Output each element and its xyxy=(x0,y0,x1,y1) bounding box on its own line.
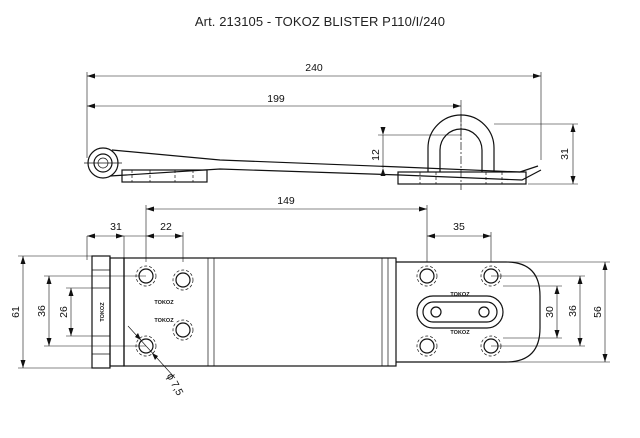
strap-plate-left xyxy=(121,169,208,183)
staple-plate xyxy=(396,261,541,363)
arrow-head xyxy=(87,233,95,239)
staple-stamp-top: TOKOZ xyxy=(450,292,470,298)
arrow-head xyxy=(570,124,576,132)
arrow-head xyxy=(146,206,154,212)
mounting-hole xyxy=(419,268,435,284)
arrow-head xyxy=(135,333,141,340)
arrow-head xyxy=(570,176,576,184)
arrow-head xyxy=(577,276,583,284)
mounting-hole xyxy=(430,306,442,318)
dim-label-149: 149 xyxy=(277,195,295,207)
arrow-head xyxy=(68,288,74,296)
dim-label-31: 31 xyxy=(559,148,571,160)
dim-label-30: 30 xyxy=(544,306,556,318)
arrow-head xyxy=(87,103,95,109)
dim-label-22: 22 xyxy=(160,221,172,233)
arrow-head xyxy=(483,233,491,239)
hinge-leaf-edge xyxy=(109,257,125,367)
arrow-head xyxy=(146,233,154,239)
dim-label-36-right: 36 xyxy=(567,305,579,317)
mounting-holes-right xyxy=(416,265,502,357)
dim-label-hole-diameter: ϕ 7,5 xyxy=(164,371,186,397)
arrow-head xyxy=(427,233,435,239)
mounting-hole xyxy=(175,272,191,288)
arrow-head xyxy=(175,233,183,239)
countersink xyxy=(172,319,194,341)
arrow-head xyxy=(380,127,386,135)
arrow-head xyxy=(577,338,583,346)
dim-label-12: 12 xyxy=(370,149,382,161)
mounting-hole xyxy=(419,338,435,354)
dim-label-35: 35 xyxy=(453,221,465,233)
arrow-head xyxy=(152,353,158,360)
arrow-head xyxy=(46,276,52,284)
mounting-hole xyxy=(478,306,490,318)
staple-base-plate xyxy=(397,171,527,185)
strap-bottom-edge xyxy=(109,168,542,181)
side-view: 240 199 xyxy=(84,62,578,190)
staple-slot-inner xyxy=(422,301,498,323)
dim-label-36-left: 36 xyxy=(36,305,48,317)
arrow-head xyxy=(554,330,560,338)
dim-label-56: 56 xyxy=(592,306,604,318)
arrow-head xyxy=(87,73,95,79)
dim-label-31-top: 31 xyxy=(110,221,122,233)
arrow-head xyxy=(602,262,608,270)
staple-slot-outer xyxy=(416,295,504,329)
dim-label-199: 199 xyxy=(267,93,285,105)
arrow-head xyxy=(533,73,541,79)
dim-label-240: 240 xyxy=(305,62,323,74)
staple-stamp-bottom: TOKOZ xyxy=(450,330,470,336)
arrow-head xyxy=(453,103,461,109)
strap-top-edge xyxy=(111,149,539,173)
arrow-head xyxy=(380,168,386,176)
strap-plate xyxy=(123,257,397,367)
arrow-head xyxy=(20,256,26,264)
countersink xyxy=(416,335,438,357)
arrow-head xyxy=(46,338,52,346)
mounting-hole xyxy=(175,322,191,338)
dim-label-26: 26 xyxy=(58,306,70,318)
arrow-head xyxy=(554,286,560,294)
mounting-holes-left: TOKOZ TOKOZ xyxy=(135,265,194,357)
arrow-head xyxy=(68,328,74,336)
arrow-head xyxy=(116,233,124,239)
countersink xyxy=(172,269,194,291)
countersink xyxy=(416,265,438,287)
strap-stamp-top: TOKOZ xyxy=(154,300,174,306)
dim-label-61: 61 xyxy=(10,306,22,318)
drawing-title: Art. 213105 - TOKOZ BLISTER P110/I/240 xyxy=(194,14,446,29)
arrow-head xyxy=(20,360,26,368)
diameter-leader xyxy=(127,325,176,379)
top-view: 31 22 149 35 TOKOZ xyxy=(10,195,610,398)
arrow-head xyxy=(602,354,608,362)
knuckle-stamp: TOKOZ xyxy=(100,302,106,322)
arrow-head xyxy=(419,206,427,212)
strap-stamp-bottom: TOKOZ xyxy=(154,318,174,324)
